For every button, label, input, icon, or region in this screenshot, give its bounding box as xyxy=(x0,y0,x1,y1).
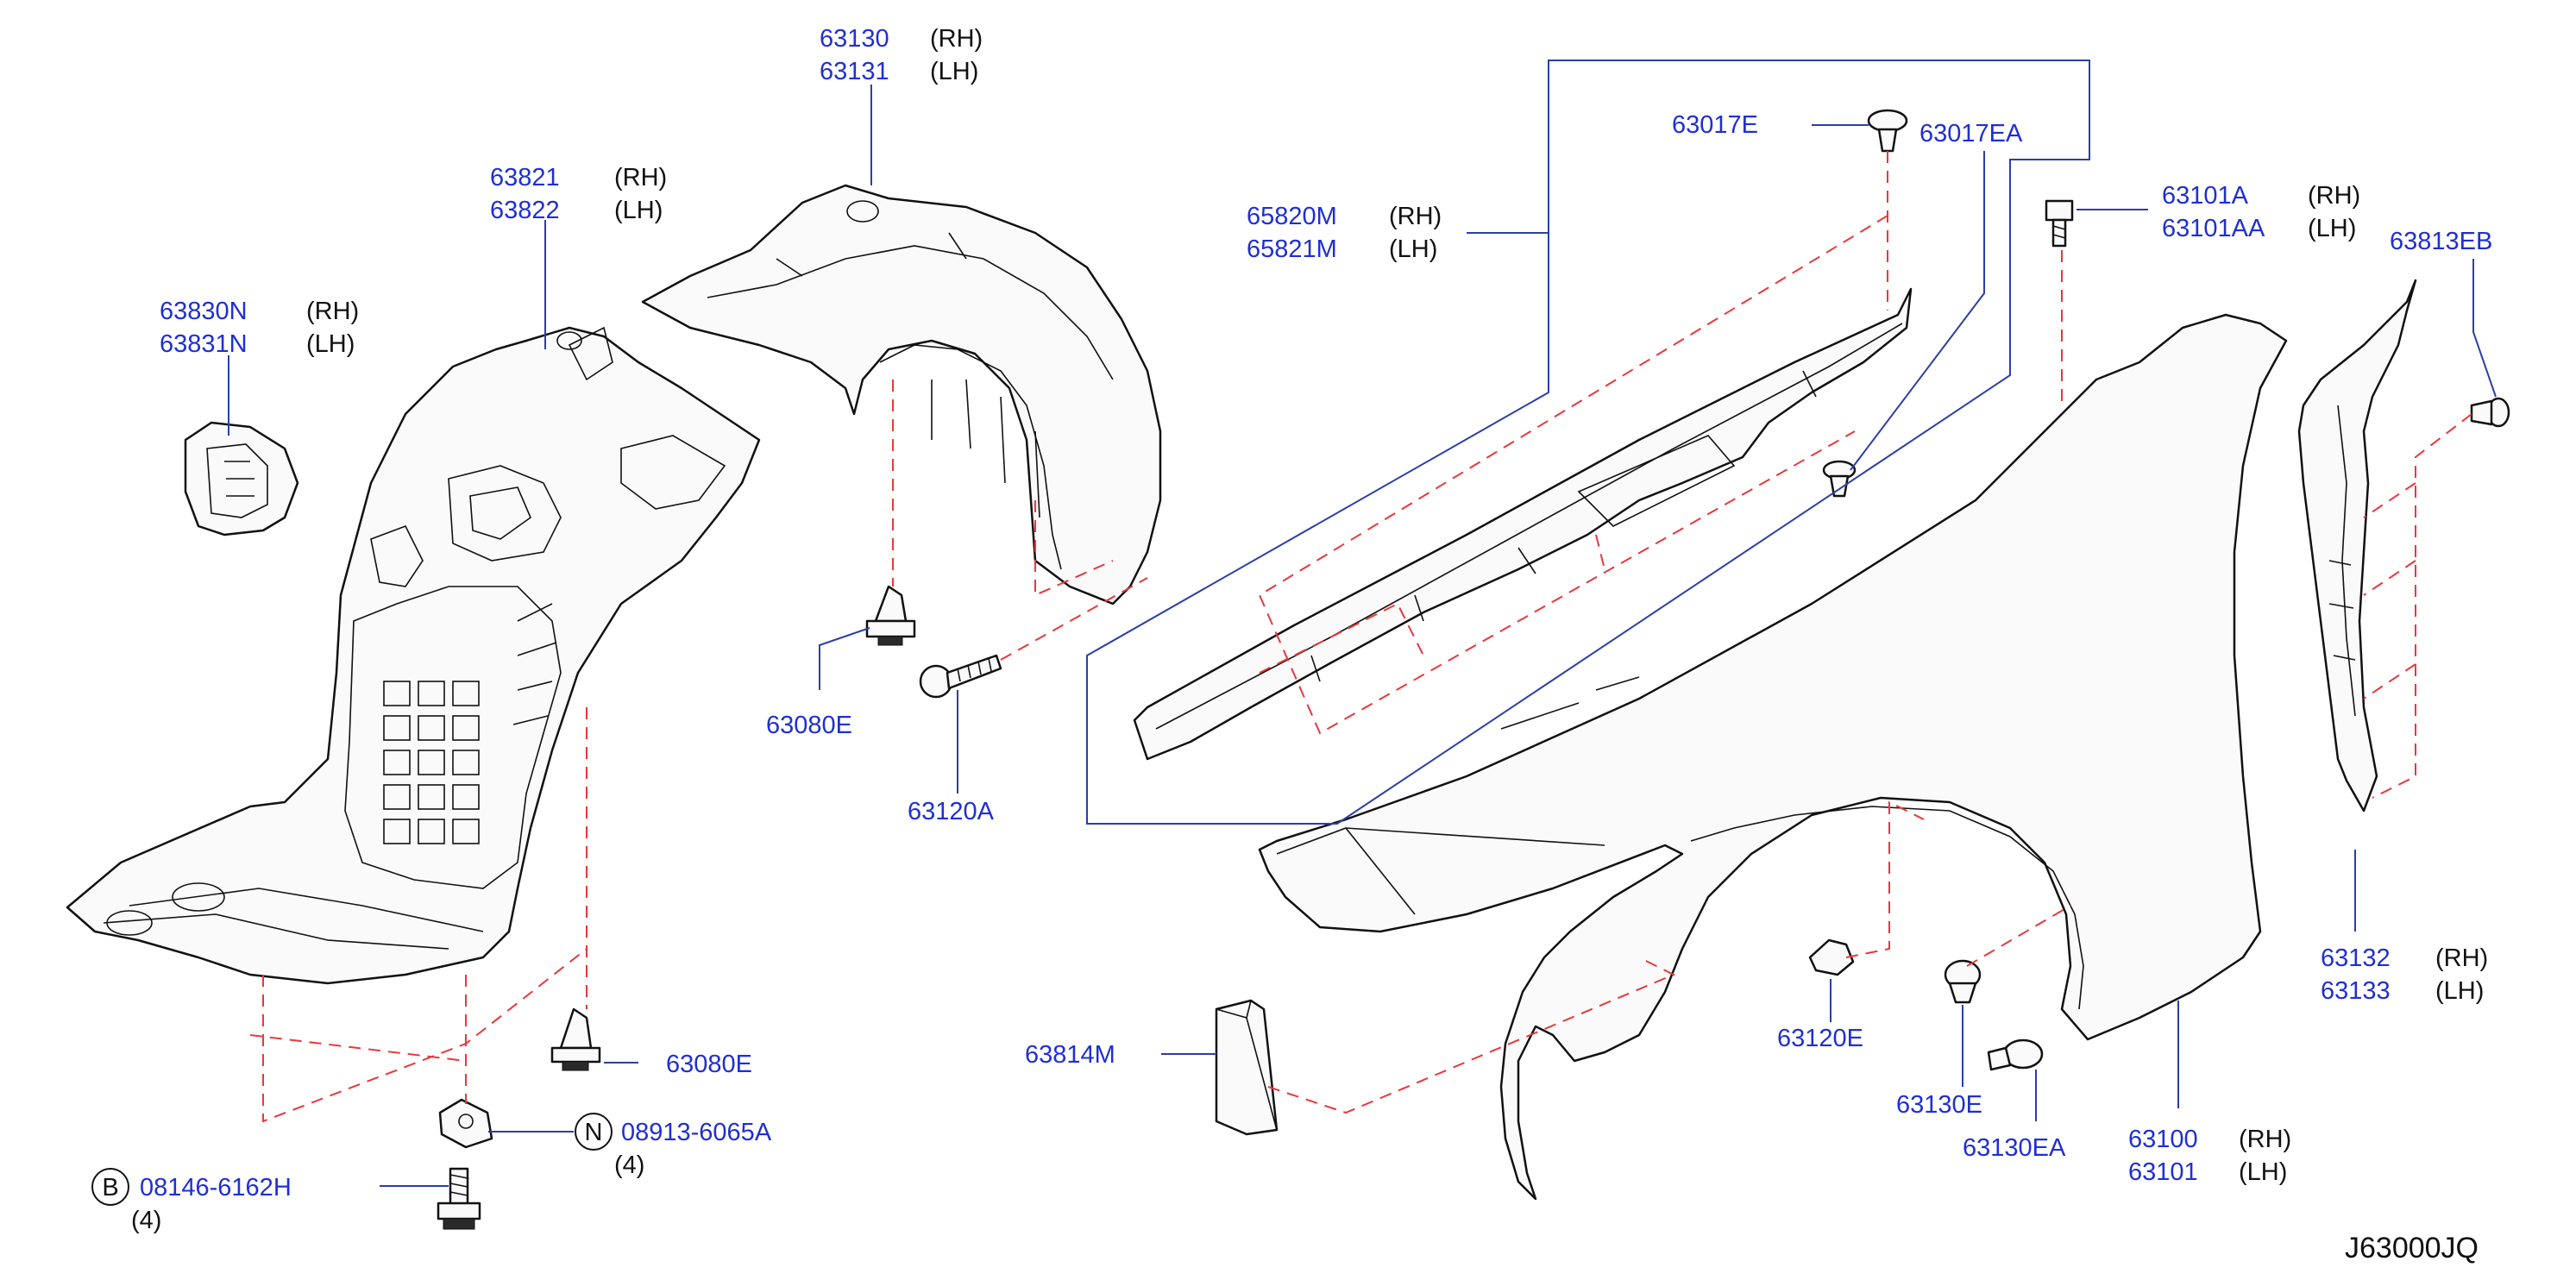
label-63132-side: (RH) xyxy=(2435,944,2488,972)
clip-63120E xyxy=(1808,938,1855,976)
label-63131-side: (LH) xyxy=(930,58,978,85)
b-symbol-circle xyxy=(91,1168,129,1206)
hood-ledge-seal-part xyxy=(1133,287,1913,761)
label-65820M: 65820M xyxy=(1247,203,1337,230)
label-63080E-b: 63080E xyxy=(666,1051,752,1078)
fender-seal-part xyxy=(2297,279,2417,813)
label-63830N-side: (RH) xyxy=(306,298,359,325)
clip-63813EB xyxy=(2470,397,2510,428)
label-08146: 08146-6162H xyxy=(140,1174,292,1202)
clip-63130EA xyxy=(1987,1038,2044,1071)
label-63101AA-side: (LH) xyxy=(2308,215,2356,242)
fender-protector-front-part xyxy=(66,326,761,985)
label-65821M: 65821M xyxy=(1247,235,1337,263)
label-63101-side: (LH) xyxy=(2239,1158,2287,1186)
label-63133: 63133 xyxy=(2321,977,2391,1005)
label-63813EB: 63813EB xyxy=(2390,228,2492,255)
label-63814M: 63814M xyxy=(1025,1041,1115,1069)
diagram-id: J63000JQ xyxy=(2345,1232,2479,1264)
clip-63080E-lower xyxy=(550,1007,601,1071)
n-symbol-circle xyxy=(575,1113,613,1151)
fender-protector-bracket-part xyxy=(184,421,299,536)
label-08913: 08913-6065A xyxy=(621,1119,772,1146)
bolt-08146 xyxy=(437,1167,481,1230)
label-63130E: 63130E xyxy=(1896,1091,1982,1119)
label-63822: 63822 xyxy=(490,197,560,224)
label-63821: 63821 xyxy=(490,164,560,191)
clip-63130E xyxy=(1944,959,1982,1004)
label-63831N: 63831N xyxy=(160,330,248,358)
label-63131: 63131 xyxy=(820,58,889,85)
label-63821-side: (RH) xyxy=(614,164,667,191)
label-63132: 63132 xyxy=(2321,944,2391,972)
label-63100: 63100 xyxy=(2128,1126,2198,1153)
label-63080E-a: 63080E xyxy=(766,712,852,739)
front-fender-part xyxy=(1258,313,2288,1201)
fender-pad-part xyxy=(1215,999,1279,1136)
label-63017EA: 63017EA xyxy=(1919,120,2023,147)
clip-63080E-upper xyxy=(865,585,916,646)
label-63017E: 63017E xyxy=(1672,111,1758,139)
b-symbol: B xyxy=(102,1174,118,1202)
clip-63017E xyxy=(1867,109,1908,153)
label-08913-qty: (4) xyxy=(614,1151,644,1179)
label-08146-qty: (4) xyxy=(131,1207,161,1234)
assembly-lines xyxy=(249,151,2472,1123)
label-63100-side: (RH) xyxy=(2239,1126,2291,1153)
label-63133-side: (LH) xyxy=(2435,977,2484,1005)
label-63120A: 63120A xyxy=(908,798,995,825)
clip-63017EA xyxy=(1822,460,1857,498)
label-63830N: 63830N xyxy=(160,298,248,325)
screw-63120A xyxy=(919,654,1002,699)
n-symbol: N xyxy=(585,1119,603,1146)
label-63101A: 63101A xyxy=(2162,182,2249,210)
label-63101: 63101 xyxy=(2128,1158,2198,1186)
label-65821M-side: (LH) xyxy=(1389,235,1437,263)
label-63130EA: 63130EA xyxy=(1963,1134,2066,1162)
fender-protector-rear-part xyxy=(641,184,1162,605)
bolt-63101A xyxy=(2045,199,2074,248)
callout-labels: 63130 (RH) 63131 (LH) 63821 (RH) 63822 (… xyxy=(91,25,2492,1264)
label-65820M-side: (RH) xyxy=(1389,203,1442,230)
label-63130: 63130 xyxy=(820,25,889,53)
label-63822-side: (LH) xyxy=(614,197,663,224)
label-63101AA: 63101AA xyxy=(2162,215,2265,242)
label-63120E: 63120E xyxy=(1777,1025,1863,1052)
label-63101A-side: (RH) xyxy=(2308,182,2360,210)
label-63130-side: (RH) xyxy=(930,25,983,53)
leader-lines xyxy=(228,60,2497,1187)
nut-08913 xyxy=(438,1098,493,1149)
label-63831N-side: (LH) xyxy=(306,330,355,358)
